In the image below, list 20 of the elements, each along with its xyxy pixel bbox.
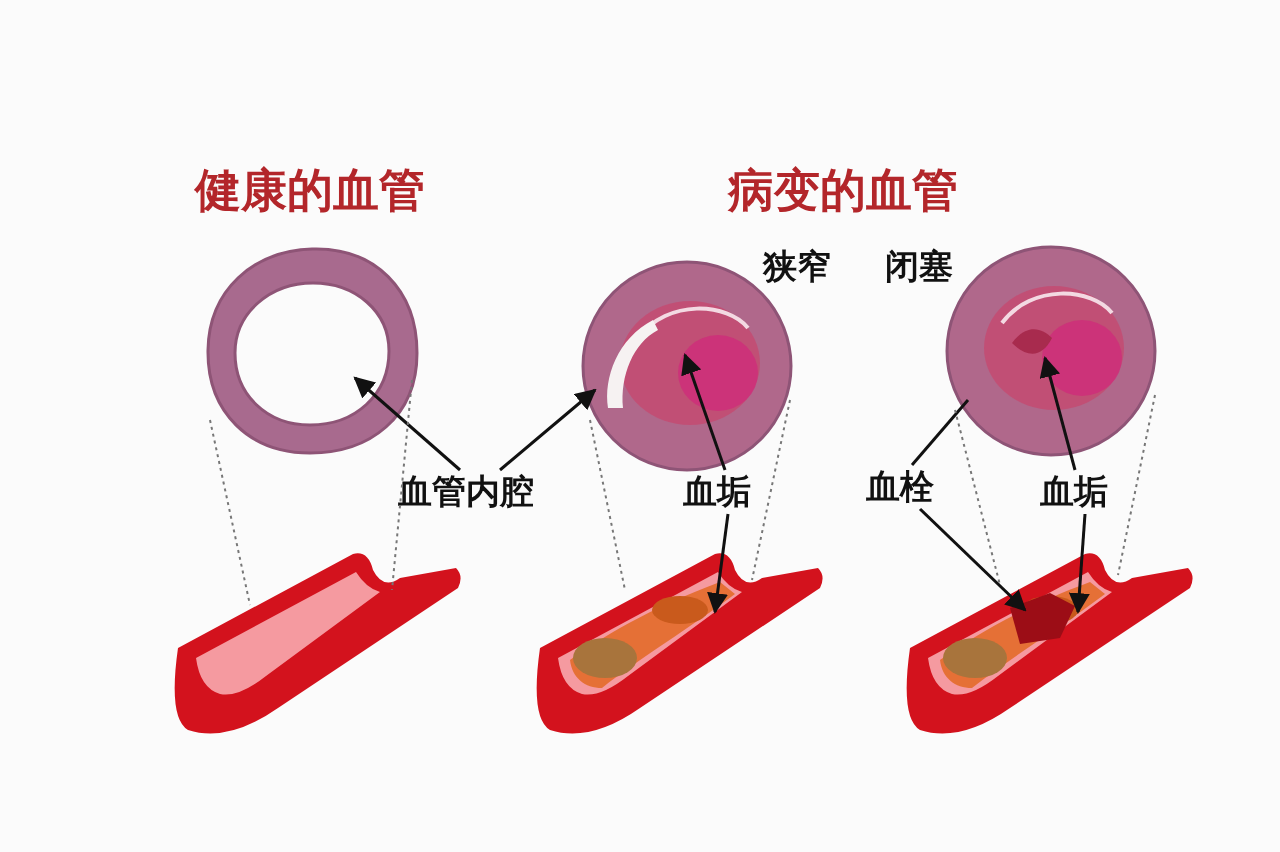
arrow [1068,513,1090,615]
leader-line [910,399,970,466]
arrow [353,376,461,472]
arrow [499,388,597,472]
dotted-line [751,399,791,581]
dotted-line [589,419,626,591]
leader-label: 血栓 [866,465,956,509]
leader-label: 血垢 [1040,470,1130,514]
vessel-cross-section-drawing [205,245,420,457]
arrow [707,513,730,615]
heading: 病变的血管 [728,162,958,218]
dotted-line [391,379,413,591]
heading: 健康的血管 [195,162,425,218]
arrow [918,507,1027,612]
caption-label: 闭塞 [885,245,953,287]
leader-label: 血管内腔 [398,470,580,514]
dotted-line [1117,394,1156,576]
dotted-line [954,409,1001,586]
caption-label: 狭窄 [763,245,831,287]
leader-label: 血垢 [683,470,771,514]
